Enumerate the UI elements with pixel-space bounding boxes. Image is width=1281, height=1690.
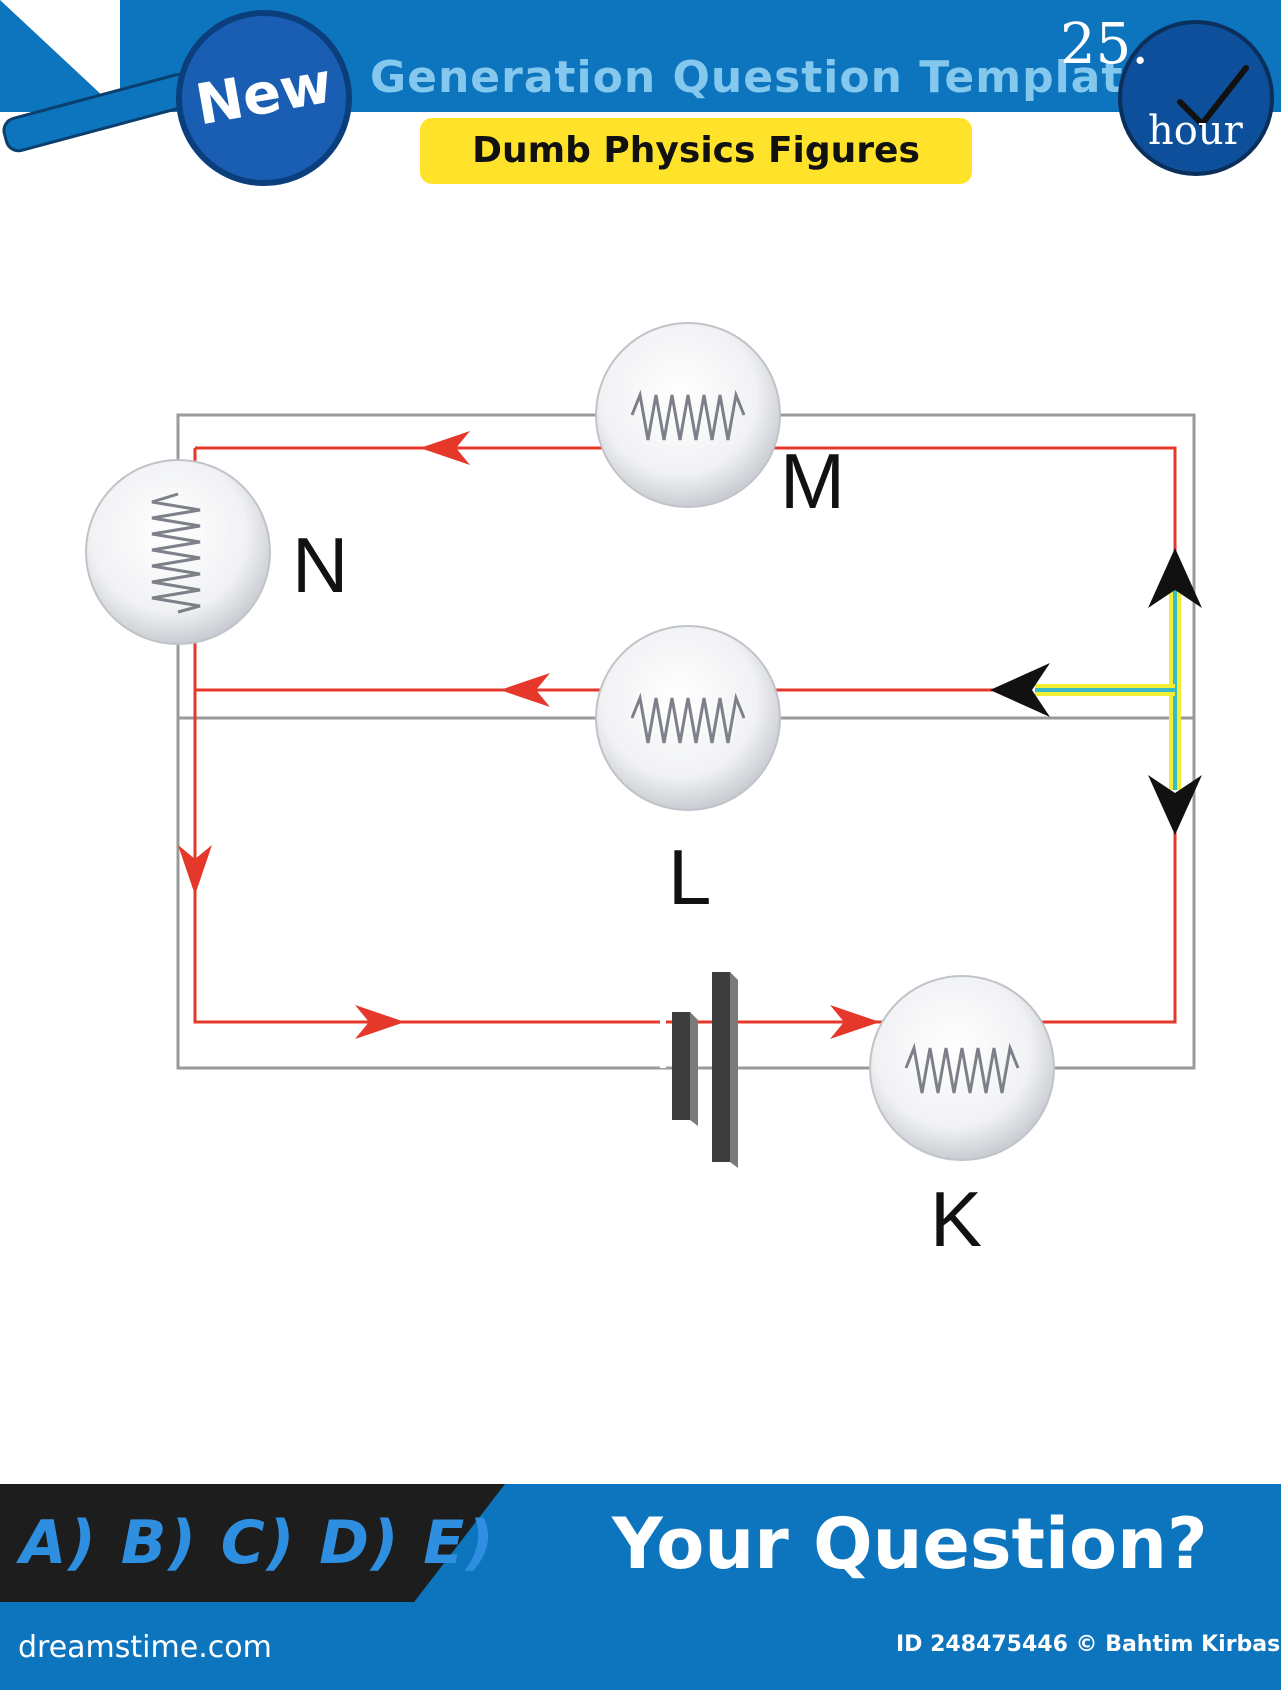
question-prompt: Your Question? bbox=[612, 1503, 1208, 1585]
site-credit: dreamstime.com bbox=[18, 1630, 272, 1665]
clock-icon bbox=[1118, 20, 1274, 176]
subtitle-pill bbox=[420, 118, 972, 184]
answer-options: A) B) C) D) E) bbox=[20, 1508, 496, 1578]
new-badge bbox=[176, 10, 352, 186]
credit-band bbox=[0, 1602, 1281, 1690]
arrow-bottom-left bbox=[355, 1005, 405, 1039]
header-title: Generation Question Template bbox=[370, 52, 1155, 103]
author-credit: ID 248475446 © Bahtim Kirbas bbox=[896, 1632, 1281, 1657]
bulb-label-k: K bbox=[930, 1175, 983, 1263]
bulb-n bbox=[85, 459, 271, 645]
bulb-l bbox=[595, 625, 781, 811]
clock-number: 25. bbox=[1060, 12, 1150, 77]
circuit-diagram bbox=[85, 322, 1202, 1168]
clock-word: hour bbox=[1148, 108, 1243, 154]
bulb-label-n: N bbox=[292, 521, 349, 609]
bulb-label-l: L bbox=[668, 833, 712, 921]
bulb-label-m: M bbox=[780, 437, 845, 525]
clock-check-icon bbox=[1177, 65, 1249, 127]
black-arrow-up bbox=[1148, 548, 1202, 608]
arrow-top bbox=[420, 431, 470, 465]
footer-dark-panel bbox=[0, 1484, 505, 1602]
arrow-middle bbox=[500, 673, 550, 707]
subtitle: Dumb Physics Figures bbox=[472, 130, 920, 171]
junction-marker bbox=[990, 548, 1202, 835]
current-arrows bbox=[178, 431, 880, 1039]
black-arrow-down bbox=[1148, 775, 1202, 835]
battery-icon bbox=[660, 972, 738, 1168]
bulb-k bbox=[869, 975, 1055, 1161]
arrow-left bbox=[178, 845, 212, 895]
arrow-bottom-right bbox=[830, 1005, 880, 1039]
bulb-m bbox=[595, 322, 781, 508]
black-arrow-left bbox=[990, 663, 1050, 717]
